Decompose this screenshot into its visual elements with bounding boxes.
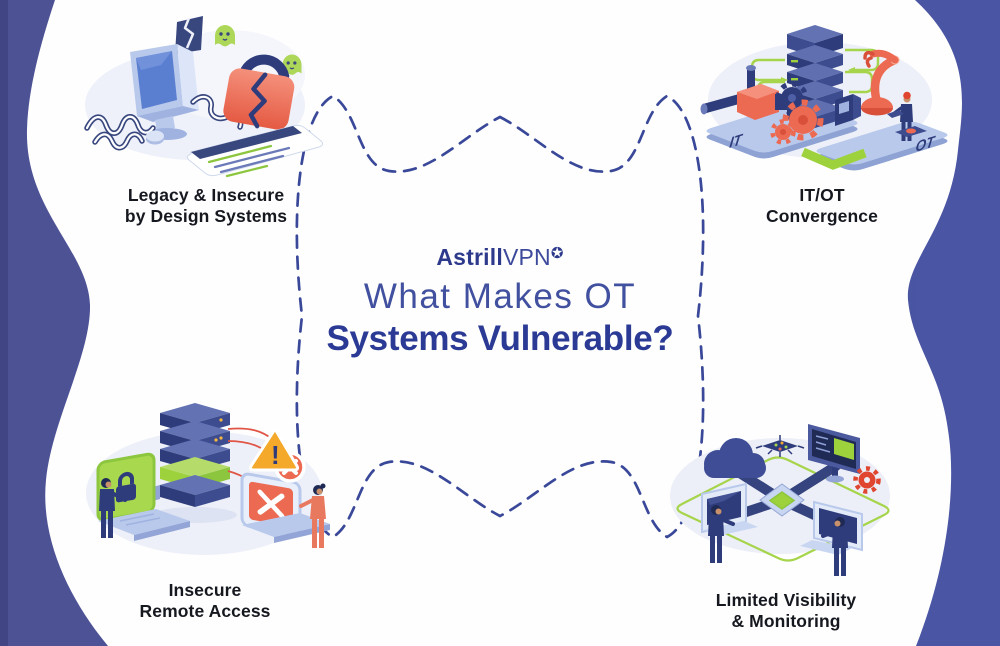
network-hub-icon — [759, 483, 805, 517]
label-legacy: Legacy & Insecure by Design Systems — [124, 185, 288, 226]
green-link — [801, 147, 867, 170]
center-title-block: AstrillVPN✪ What Makes OT Systems Vulner… — [300, 244, 700, 359]
left-band — [0, 0, 108, 646]
ghost-icon — [215, 25, 235, 47]
platform-it-label: IT — [728, 131, 744, 152]
title-line2: Systems Vulnerable? — [326, 319, 674, 358]
left-edge-strip — [0, 0, 8, 646]
person-figure — [708, 505, 735, 563]
brand-name-bold: Astrill — [436, 244, 503, 270]
robot-arm-icon — [861, 49, 900, 116]
legacy-monitor-icon — [130, 44, 199, 140]
warning-triangle-icon: ! — [248, 427, 300, 472]
person-figure — [299, 483, 326, 548]
itot-illustration: IT OT — [700, 25, 948, 171]
gears-icon — [770, 81, 824, 145]
cloud-icon — [704, 438, 766, 478]
warning-exclamation: ! — [271, 440, 280, 470]
document-icon — [186, 124, 324, 178]
cracked-padlock-icon — [223, 54, 295, 130]
brand-logo: AstrillVPN✪ — [300, 244, 700, 271]
control-panel-icon — [835, 94, 861, 126]
chip-icon — [755, 435, 805, 457]
gear-icon — [853, 466, 881, 494]
tablet-icon — [895, 126, 927, 137]
server-tower-icon — [160, 403, 230, 507]
label-itot: IT/OT Convergence — [766, 185, 878, 226]
right-band — [907, 0, 1000, 646]
label-remote: Insecure Remote Access — [139, 580, 271, 621]
title-line1: What Makes OT — [363, 277, 637, 316]
dashed-diamond-outline — [295, 94, 705, 539]
platform-ot-label: OT — [914, 133, 937, 156]
green-loop — [676, 456, 890, 562]
person-figure — [99, 478, 127, 538]
brand-star-icon: ✪ — [550, 245, 564, 262]
button-dot-icon — [146, 130, 164, 145]
code-monitor-icon — [808, 424, 860, 483]
machine-icon — [700, 65, 787, 120]
label-visibility: Limited Visibility & Monitoring — [715, 590, 857, 631]
person-figure — [821, 517, 848, 576]
broken-file-icon — [175, 16, 203, 54]
laptop-error-icon — [240, 451, 330, 543]
remote-access-illustration: ! — [86, 403, 330, 555]
brand-name-light: VPN — [502, 244, 551, 270]
legacy-illustration — [84, 16, 324, 178]
visibility-illustration — [670, 424, 890, 576]
